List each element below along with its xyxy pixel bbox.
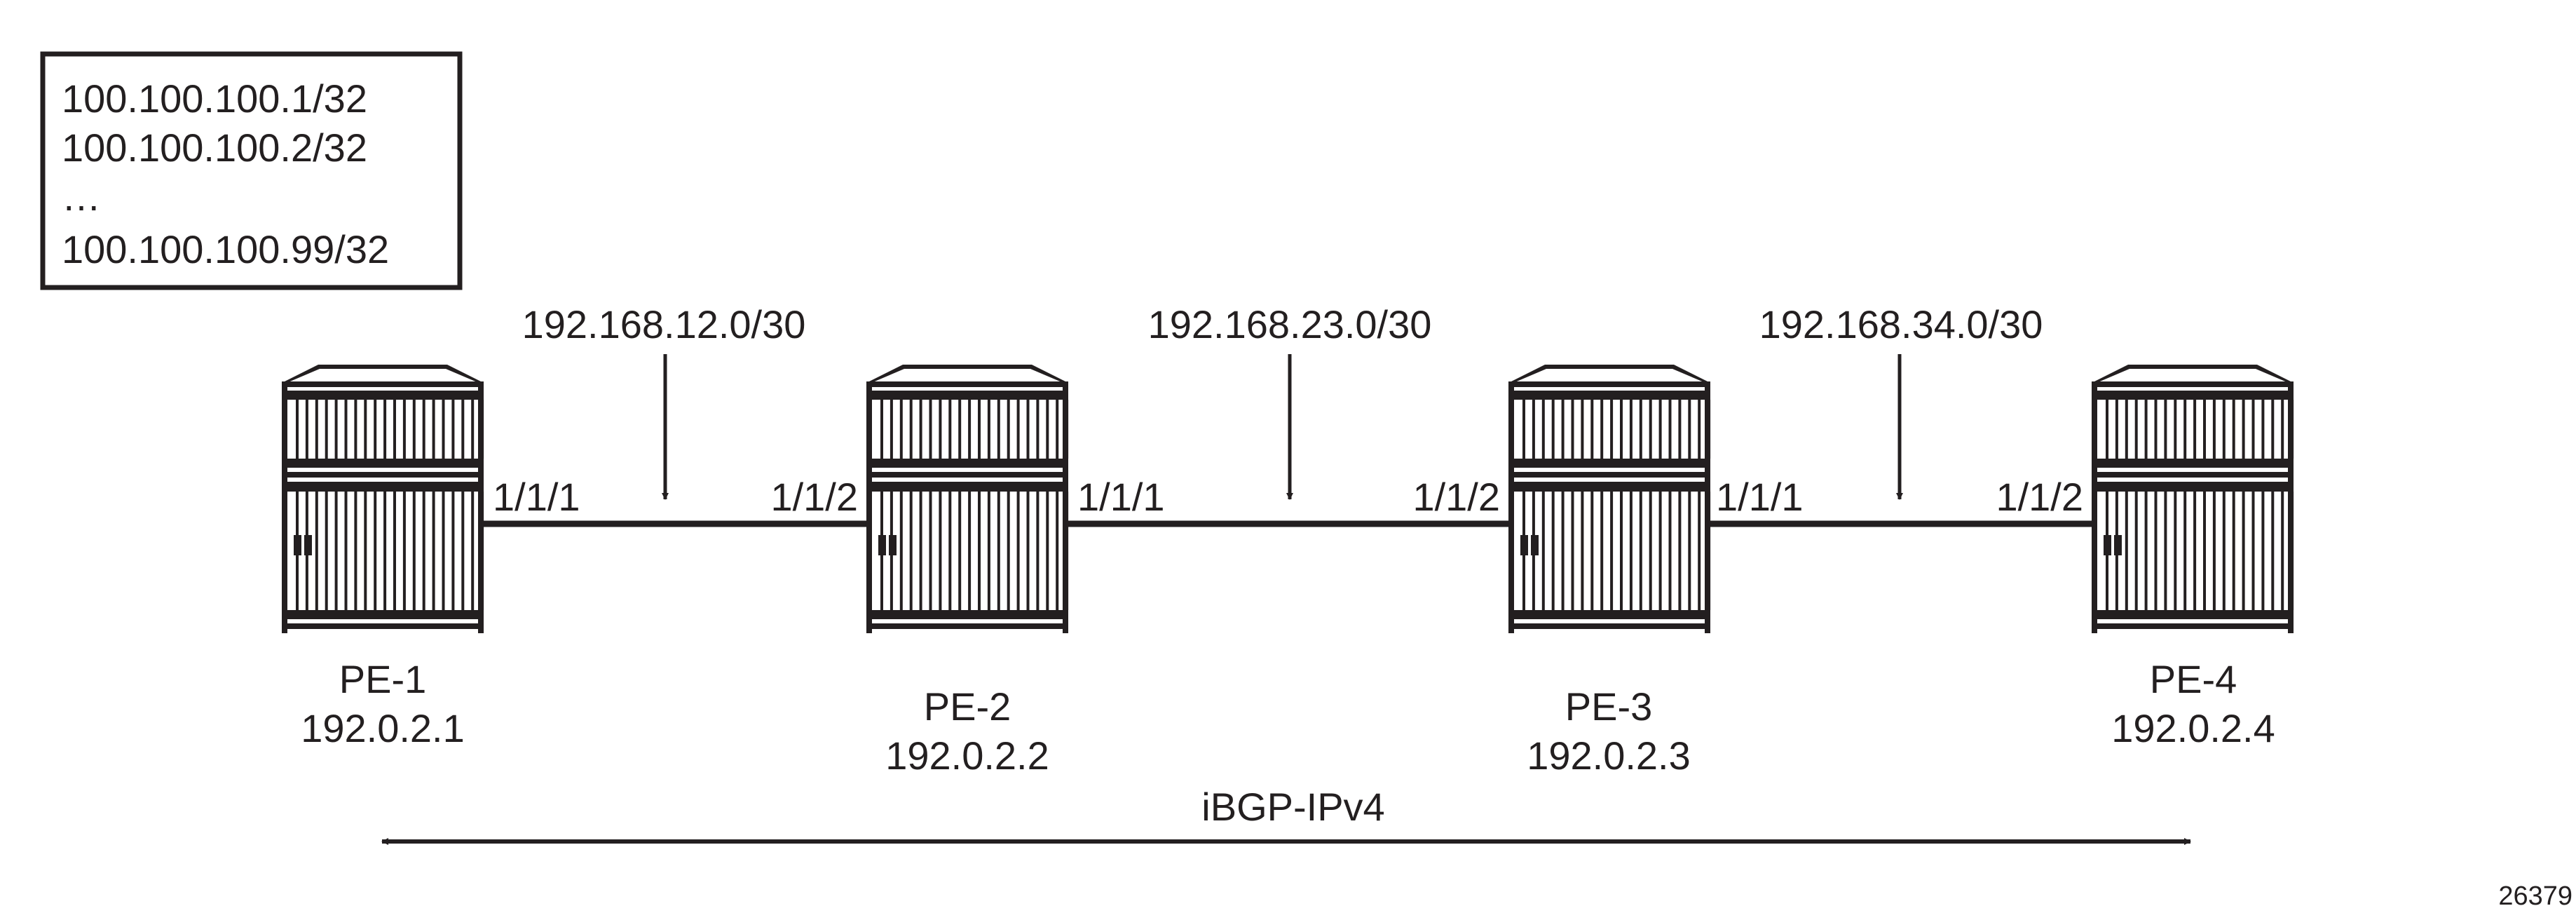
router-name: PE-4 xyxy=(2150,657,2237,701)
router-pe2-icon xyxy=(866,365,1069,633)
port-label: 1/1/2 xyxy=(770,475,858,519)
router-name: PE-1 xyxy=(339,657,427,701)
prefix-line: 100.100.100.99/32 xyxy=(62,227,389,271)
router-ip: 192.0.2.4 xyxy=(2111,706,2275,750)
prefix-line: 100.100.100.1/32 xyxy=(62,76,367,121)
router-name: PE-2 xyxy=(924,684,1011,729)
figure-id: 26379 xyxy=(2498,881,2572,911)
router-ip: 192.0.2.2 xyxy=(885,733,1049,778)
prefix-line: 100.100.100.2/32 xyxy=(62,126,367,170)
prefix-ellipsis: … xyxy=(62,175,101,219)
prefix-list-box: 100.100.100.1/32 100.100.100.2/32 … 100.… xyxy=(40,51,463,290)
router-ip: 192.0.2.1 xyxy=(301,706,465,750)
port-label: 1/1/2 xyxy=(1996,475,2083,519)
router-ip: 192.0.2.3 xyxy=(1527,733,1691,778)
router-pe4-icon xyxy=(2092,365,2294,633)
subnet-label-12: 192.168.12.0/30 xyxy=(522,302,806,346)
session-label: iBGP-IPv4 xyxy=(1201,785,1384,829)
router-name: PE-3 xyxy=(1565,684,1653,729)
port-label: 1/1/1 xyxy=(1077,475,1165,519)
port-label: 1/1/1 xyxy=(1716,475,1804,519)
port-label: 1/1/1 xyxy=(493,475,580,519)
subnet-label-34: 192.168.34.0/30 xyxy=(1759,302,2043,346)
router-pe3-icon xyxy=(1508,365,1711,633)
subnet-label-23: 192.168.23.0/30 xyxy=(1148,302,1432,346)
router-pe1-icon xyxy=(282,365,484,633)
port-label: 1/1/2 xyxy=(1412,475,1500,519)
